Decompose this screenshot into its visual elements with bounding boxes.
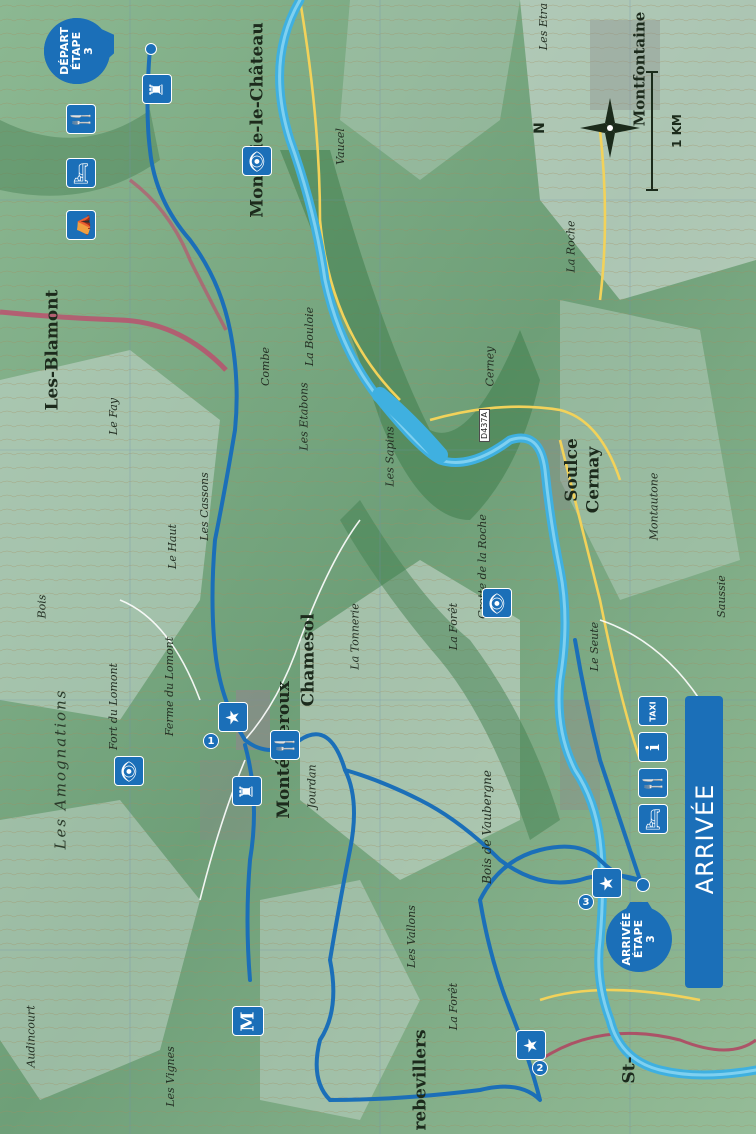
restaurant-icon-depart[interactable]: 🍴 xyxy=(66,104,96,134)
place-ferme-du-lomont: Ferme du Lomont xyxy=(163,636,177,737)
place-cernay: Cernay xyxy=(583,446,604,514)
place-chamesol: Chamesol xyxy=(298,613,319,707)
arrivee-etape-marker[interactable]: ARRIVÉE ÉTAPE 3 xyxy=(602,902,676,976)
viewpoint-eye-icon[interactable]: 👁 xyxy=(242,146,272,176)
arrivee-banner xyxy=(685,696,723,988)
picnic-table-icon[interactable]: ⛺ xyxy=(66,210,96,240)
star-highlight-icon-1[interactable]: ★ xyxy=(218,702,248,732)
waypoint-2[interactable]: 2 xyxy=(532,1060,548,1076)
place-st-hippolyte: St- xyxy=(619,1056,640,1084)
place-bois: Bois xyxy=(35,594,49,619)
scale-bar xyxy=(646,71,658,191)
waypoint-1[interactable]: 1 xyxy=(203,733,219,749)
waypoint-3[interactable]: 3 xyxy=(578,894,594,910)
depart-etape-marker[interactable]: DÉPART ÉTAPE 3 xyxy=(40,14,114,88)
place-saussie: Saussie xyxy=(714,575,728,618)
star-highlight-icon-3[interactable]: ★ xyxy=(592,868,622,898)
place-montjoie: Montjoie-le-Château xyxy=(247,22,268,218)
restaurant-icon-chamesol[interactable]: 🍴 xyxy=(270,730,300,760)
place-les-sapins: Les Sapins xyxy=(383,426,397,487)
place-vaucel: Vaucel xyxy=(333,128,347,165)
info-icon[interactable]: i xyxy=(638,732,668,762)
lodging-bed-icon-depart[interactable]: 🛏 xyxy=(66,158,96,188)
place-le-seute: Le Seute xyxy=(588,621,602,672)
compass-rose-icon xyxy=(580,98,640,158)
village-monument-icon[interactable]: ♜ xyxy=(142,74,172,104)
arrivee-banner-label: ARRIVÉE xyxy=(691,783,719,895)
viewpoint-eye-icon-3[interactable]: 👁 xyxy=(482,588,512,618)
village-monument-icon-montecheroux[interactable]: ♜ xyxy=(232,776,262,806)
place-la-foret-2: La Forêt xyxy=(447,602,461,651)
place-la-foret: La Forêt xyxy=(447,982,461,1031)
place-les-etra: Les Etra xyxy=(537,2,551,51)
pin-shape xyxy=(44,18,114,84)
road-tag-d437a: D437A xyxy=(478,409,490,442)
pin-shape-arrivee xyxy=(606,902,672,972)
place-la-bouloie: La Bouloie xyxy=(303,306,317,367)
place-jourdan: Jourdan xyxy=(305,764,319,809)
place-les-vignes: Les Vignes xyxy=(163,1046,177,1107)
place-montautone: Montautone xyxy=(647,472,661,541)
arrivee-point xyxy=(636,878,650,892)
place-audincourt: Audincourt xyxy=(24,1005,38,1068)
viewpoint-eye-icon-2[interactable]: 👁 xyxy=(114,756,144,786)
scale-label: 1 KM xyxy=(669,114,684,148)
taxi-icon[interactable]: TAXI xyxy=(638,696,668,726)
place-montfontaine: Montfontaine xyxy=(630,11,649,127)
place-rebevillers: rebevillers xyxy=(410,1029,431,1131)
place-bois-de-vaubergne: Bois de Vaubergne xyxy=(479,770,494,884)
north-label: N xyxy=(531,122,548,134)
place-cerney: Cerney xyxy=(483,346,497,387)
restaurant-icon[interactable]: 🍴 xyxy=(638,768,668,798)
depart-point xyxy=(145,43,157,55)
place-soulce: Soulce xyxy=(561,438,582,502)
place-les-amognations: Les Amognations xyxy=(51,688,70,850)
museum-m-icon[interactable]: M xyxy=(232,1006,264,1036)
place-la-tonnerie: La Tonnerie xyxy=(348,603,362,670)
star-highlight-icon-2[interactable]: ★ xyxy=(516,1030,546,1060)
lodging-bed-icon[interactable]: 🛏 xyxy=(638,804,668,834)
place-le-fay: Le Fay xyxy=(106,398,120,435)
place-combe: Combe xyxy=(259,346,273,387)
place-les-vallons: Les Vallons xyxy=(404,905,418,968)
place-le-haut: Le Haut xyxy=(165,524,179,569)
place-les-cassons: Les Cassons xyxy=(197,472,211,541)
place-la-roche: La Roche xyxy=(564,220,578,273)
place-les-blamont: Les-Blamont xyxy=(42,289,63,411)
depart-line3: 3 xyxy=(82,47,95,55)
arrivee-line3: 3 xyxy=(644,935,657,943)
place-fort-du-lomont: Fort du Lomont xyxy=(106,663,120,750)
place-les-etabons: Les Etabons xyxy=(297,382,311,451)
